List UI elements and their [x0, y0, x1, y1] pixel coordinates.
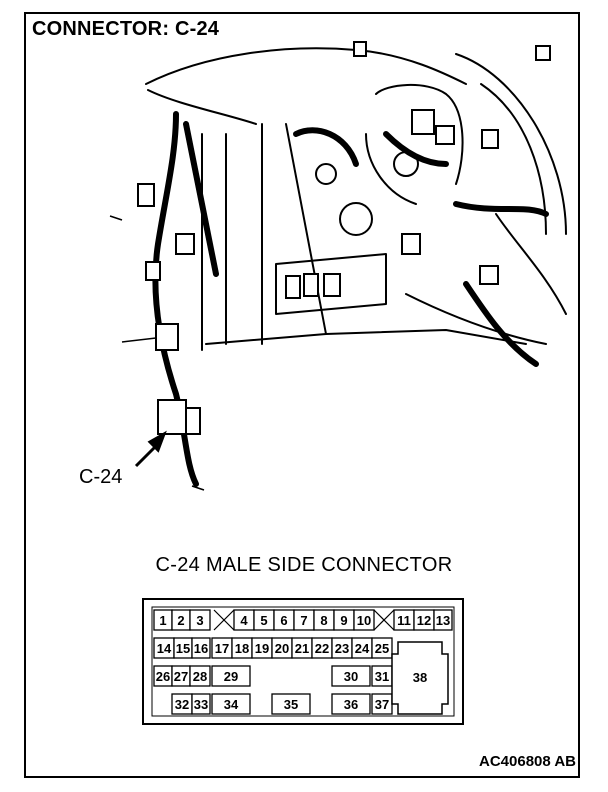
pin-label-26: 26 — [156, 669, 170, 684]
pin-label-22: 22 — [315, 641, 329, 656]
pin-label-5: 5 — [260, 613, 267, 628]
pin-label-30: 30 — [344, 669, 358, 684]
diagram-frame — [24, 12, 580, 778]
pin-label-12: 12 — [417, 613, 431, 628]
pin-label-32: 32 — [175, 697, 189, 712]
pin-cavity-34 — [211, 693, 251, 715]
pin-label-1: 1 — [159, 613, 166, 628]
reference-code: AC406808 AB — [479, 753, 576, 770]
dashboard-harness-illustration — [109, 41, 567, 491]
pin-label-36: 36 — [344, 697, 358, 712]
pin-cavity-3 — [189, 609, 211, 631]
pin-cavity-33 — [191, 693, 211, 715]
pin-cavity-38 — [391, 641, 449, 715]
pin-label-27: 27 — [174, 669, 188, 684]
pin-label-10: 10 — [357, 613, 371, 628]
pin-cavity-10 — [353, 609, 375, 631]
pin-label-16: 16 — [194, 641, 208, 656]
pin-label-18: 18 — [235, 641, 249, 656]
pin-label-37: 37 — [375, 697, 389, 712]
pin-cavity-13 — [433, 609, 453, 631]
pin-label-35: 35 — [284, 697, 298, 712]
pin-label-31: 31 — [375, 669, 389, 684]
pin-label-9: 9 — [340, 613, 347, 628]
pin-label-7: 7 — [300, 613, 307, 628]
pin-label-28: 28 — [193, 669, 207, 684]
page-title: CONNECTOR: C-24 — [30, 18, 224, 41]
pin-label-21: 21 — [295, 641, 309, 656]
callout-label-c24: C-24 — [79, 466, 123, 488]
pin-label-4: 4 — [240, 613, 248, 628]
pin-label-6: 6 — [280, 613, 287, 628]
pin-label-3: 3 — [196, 613, 203, 628]
pin-cavity-16 — [191, 637, 211, 659]
pin-cavity-25 — [371, 637, 393, 659]
pin-cavity-30 — [331, 665, 371, 687]
pin-label-17: 17 — [215, 641, 229, 656]
pin-label-25: 25 — [375, 641, 389, 656]
pin-label-38: 38 — [413, 670, 427, 685]
pin-label-33: 33 — [194, 697, 208, 712]
pin-cavity-28 — [189, 665, 211, 687]
pin-label-14: 14 — [157, 641, 172, 656]
pin-label-24: 24 — [355, 641, 370, 656]
pin-cavity-36 — [331, 693, 371, 715]
pin-label-20: 20 — [275, 641, 289, 656]
pin-label-11: 11 — [397, 613, 411, 628]
pin-label-29: 29 — [224, 669, 238, 684]
connector-title: C-24 MALE SIDE CONNECTOR — [155, 554, 453, 576]
pin-cavity-35 — [271, 693, 311, 715]
pin-label-15: 15 — [176, 641, 190, 656]
pin-label-23: 23 — [335, 641, 349, 656]
pin-label-34: 34 — [224, 697, 239, 712]
pin-label-19: 19 — [255, 641, 269, 656]
pin-label-8: 8 — [320, 613, 327, 628]
pin-cavity-29 — [211, 665, 251, 687]
pin-label-2: 2 — [177, 613, 184, 628]
pin-label-13: 13 — [436, 613, 450, 628]
